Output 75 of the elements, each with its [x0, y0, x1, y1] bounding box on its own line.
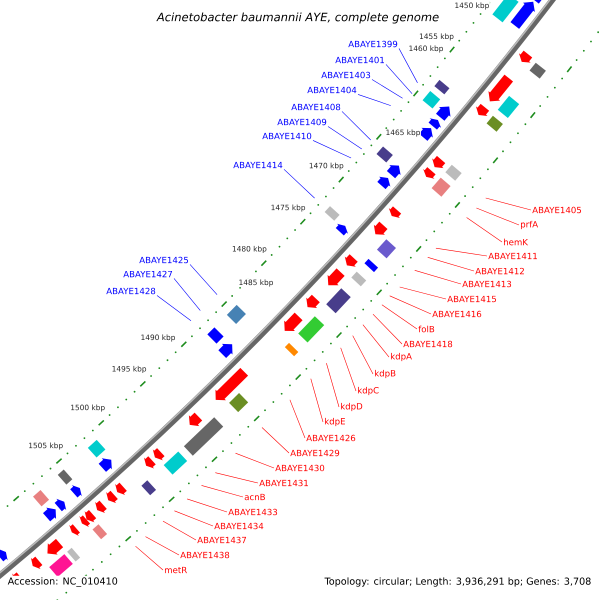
- leader-line: [372, 314, 402, 344]
- gene-label: ABAYE1430: [275, 464, 324, 472]
- leader-line: [156, 295, 192, 321]
- gene-label: ABAYE1408: [291, 104, 340, 110]
- leader-line: [398, 48, 418, 84]
- leader-line: [162, 520, 196, 540]
- gene-label: ABAYE1415: [447, 296, 496, 302]
- leader-line: [186, 498, 228, 512]
- gene-label: ABAYE1410: [262, 132, 312, 140]
- leader-line: [476, 208, 520, 226]
- leader-line: [310, 378, 324, 422]
- gene-label: ABAYE1399: [348, 40, 398, 48]
- gene-label: kdpC: [358, 386, 379, 396]
- leader-line: [201, 485, 244, 498]
- gene-label: ABAYE1434: [214, 522, 264, 530]
- leader-line: [284, 169, 315, 198]
- gene-label: ABAYE1409: [277, 118, 326, 126]
- leader-line: [386, 64, 412, 94]
- leader-line: [427, 257, 474, 272]
- leader-line: [262, 427, 290, 454]
- leader-line: [389, 296, 432, 314]
- leader-line: [145, 536, 180, 556]
- gene-label: ABAYE1416: [432, 310, 482, 318]
- gene-label: folB: [418, 326, 434, 332]
- leader-line: [135, 546, 164, 570]
- gene-label: ABAYE1418: [403, 340, 452, 348]
- leader-line: [372, 79, 403, 98]
- leader-line: [362, 324, 390, 358]
- gene-label: ABAYE1414: [233, 162, 282, 168]
- gene-label: ABAYE1426: [306, 434, 356, 442]
- gene-label: ABAYE1413: [462, 280, 512, 288]
- gene-label: ABAYE1429: [290, 450, 340, 456]
- gene-label: ABAYE1412: [475, 268, 524, 274]
- gene-label: prfA: [521, 220, 538, 230]
- leader-line: [352, 335, 374, 374]
- gene-label: ABAYE1428: [106, 288, 156, 294]
- leader-line: [436, 248, 488, 256]
- leader-line: [399, 286, 446, 300]
- leader-line: [174, 510, 214, 526]
- leader-line: [340, 348, 356, 392]
- gene-label: ABAYE1403: [321, 72, 370, 78]
- genome-info-label: Topology: circular; Length: 3,936,291 bp; Genes: 3,708: [323, 576, 593, 588]
- leader-line: [326, 362, 340, 408]
- gene-label: ABAYE1411: [488, 252, 537, 260]
- leader-line: [190, 264, 218, 295]
- gene-label: ABAYE1433: [228, 508, 278, 516]
- gene-label: ABAYE1431: [259, 480, 308, 486]
- gene-label: kdpE: [325, 418, 345, 426]
- gene-label: metR: [164, 566, 187, 574]
- leader-line: [466, 217, 502, 242]
- leader-line: [312, 140, 352, 158]
- gene-label: hemK: [504, 238, 528, 246]
- leader-line: [382, 304, 418, 330]
- gene-label: ABAYE1405: [532, 206, 582, 214]
- leader-line: [235, 452, 274, 468]
- leader-line: [290, 400, 306, 438]
- leader-line: [174, 278, 201, 311]
- leader-line: [358, 94, 392, 106]
- leader-line: [414, 270, 462, 284]
- leader-line: [215, 472, 258, 484]
- gene-label: ABAYE1427: [123, 270, 172, 278]
- leader-line: [342, 111, 371, 140]
- gene-label: ABAYE1438: [180, 552, 230, 558]
- leader-line: [485, 198, 532, 210]
- gene-label: kdpB: [375, 370, 396, 378]
- gene-label: ABAYE1425: [139, 256, 188, 264]
- gene-label: ABAYE1437: [197, 536, 246, 544]
- gene-label: ABAYE1404: [307, 86, 356, 94]
- title: Acinetobacter baumannii AYE, complete genome: [156, 11, 440, 25]
- leader-line: [328, 126, 362, 150]
- gene-label: acnB: [244, 494, 265, 500]
- accession-label: Accession: NC_010410: [6, 576, 120, 588]
- gene-label: ABAYE1401: [335, 56, 384, 64]
- gene-label: kdpD: [340, 402, 362, 412]
- gene-label: kdpA: [391, 352, 412, 362]
